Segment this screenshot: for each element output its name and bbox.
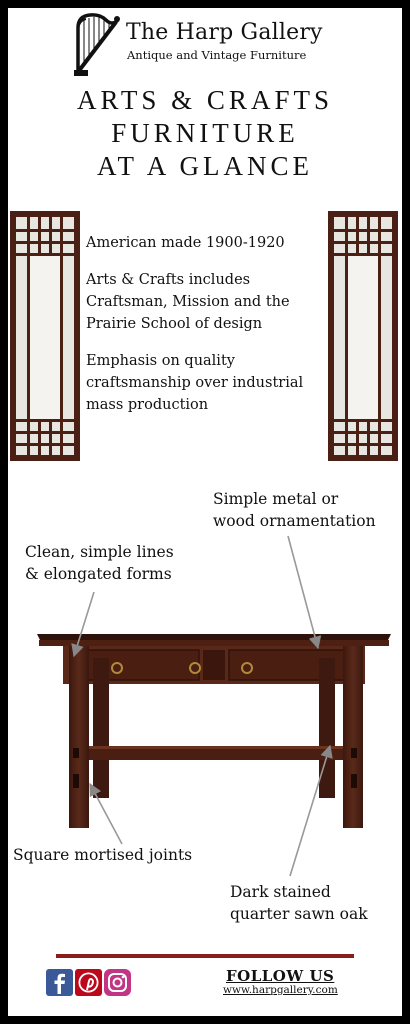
annotation-line: Dark stained xyxy=(230,883,331,901)
instagram-icon[interactable] xyxy=(104,969,131,996)
window-panel-right xyxy=(328,211,398,461)
brand-tagline: Antique and Vintage Furniture xyxy=(127,48,307,62)
follow-us-link[interactable]: FOLLOW US xyxy=(226,967,335,985)
annotation-line: & elongated forms xyxy=(25,565,172,583)
annotation-line: Simple metal or xyxy=(213,490,339,508)
facebook-icon[interactable] xyxy=(46,969,73,996)
facts-list: American made 1900-1920 Arts & Crafts in… xyxy=(86,232,326,431)
annotation-ornamentation: Simple metal or wood ornamentation xyxy=(213,488,376,532)
annotation-oak: Dark stained quarter sawn oak xyxy=(230,881,368,925)
fact-item: American made 1900-1920 xyxy=(86,235,285,251)
window-panel-left xyxy=(10,211,80,461)
brand-name: The Harp Gallery xyxy=(126,20,323,45)
annotation-line: wood ornamentation xyxy=(213,512,376,530)
annotation-line: Clean, simple lines xyxy=(25,543,174,561)
fact-item: Arts & Crafts includes Craftsman, Missio… xyxy=(86,272,290,332)
footer-divider xyxy=(56,954,354,958)
harp-logo-icon xyxy=(74,13,120,76)
pinterest-icon[interactable] xyxy=(75,969,102,996)
annotation-lines: Clean, simple lines & elongated forms xyxy=(25,541,174,585)
headline-line-1: ARTS & CRAFTS xyxy=(77,85,333,115)
annotation-joints: Square mortised joints xyxy=(13,846,193,864)
headline-line-2: FURNITURE xyxy=(111,118,299,148)
social-icons xyxy=(46,969,131,996)
headline: ARTS & CRAFTS FURNITURE AT A GLANCE xyxy=(8,84,402,183)
annotation-line: quarter sawn oak xyxy=(230,905,368,923)
library-table-image xyxy=(37,634,391,828)
fact-item: Emphasis on quality craftsmanship over i… xyxy=(86,353,304,413)
headline-line-3: AT A GLANCE xyxy=(96,151,314,181)
website-link[interactable]: www.harpgallery.com xyxy=(223,984,338,996)
infographic-page: The Harp Gallery Antique and Vintage Fur… xyxy=(8,8,402,1016)
